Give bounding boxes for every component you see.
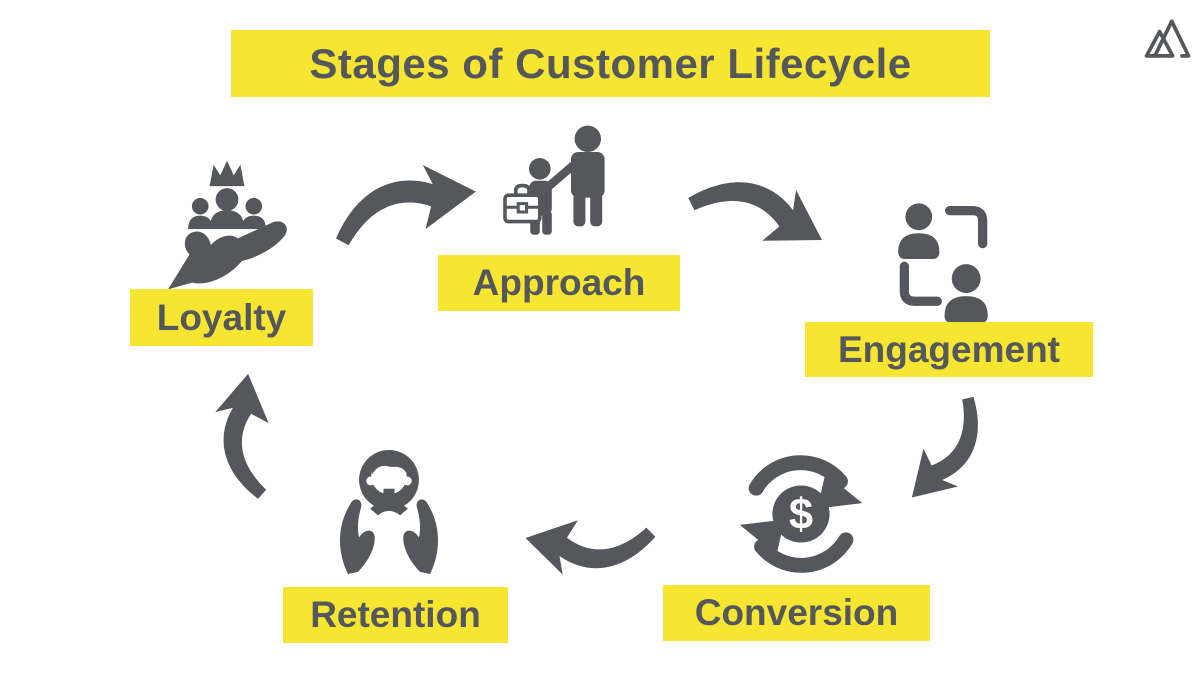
stage-label-conversion: Conversion: [663, 585, 930, 641]
stage-label-retention: Retention: [283, 587, 508, 643]
retention-icon: [333, 440, 445, 584]
stage-label-approach: Approach: [438, 255, 680, 311]
engagement-icon: [892, 200, 995, 350]
arrow-approach-to-engagement-icon: [676, 138, 845, 287]
arrow-loyalty-to-approach-icon: [326, 151, 485, 261]
arrow-retention-to-loyalty-icon: [197, 366, 295, 503]
dollar-symbol: $: [789, 491, 813, 539]
arrow-engagement-to-conversion-icon: [878, 383, 1016, 522]
stage-label-loyalty: Loyalty: [130, 289, 313, 346]
approach-icon: [494, 122, 636, 254]
stage-label-engagement: Engagement: [805, 322, 1093, 377]
brand-logo-icon: [1140, 12, 1196, 64]
loyalty-icon: [158, 158, 296, 292]
page-title: Stages of Customer Lifecycle: [231, 30, 990, 97]
conversion-icon: $: [733, 446, 869, 582]
arrow-conversion-to-retention-icon: [515, 490, 661, 599]
